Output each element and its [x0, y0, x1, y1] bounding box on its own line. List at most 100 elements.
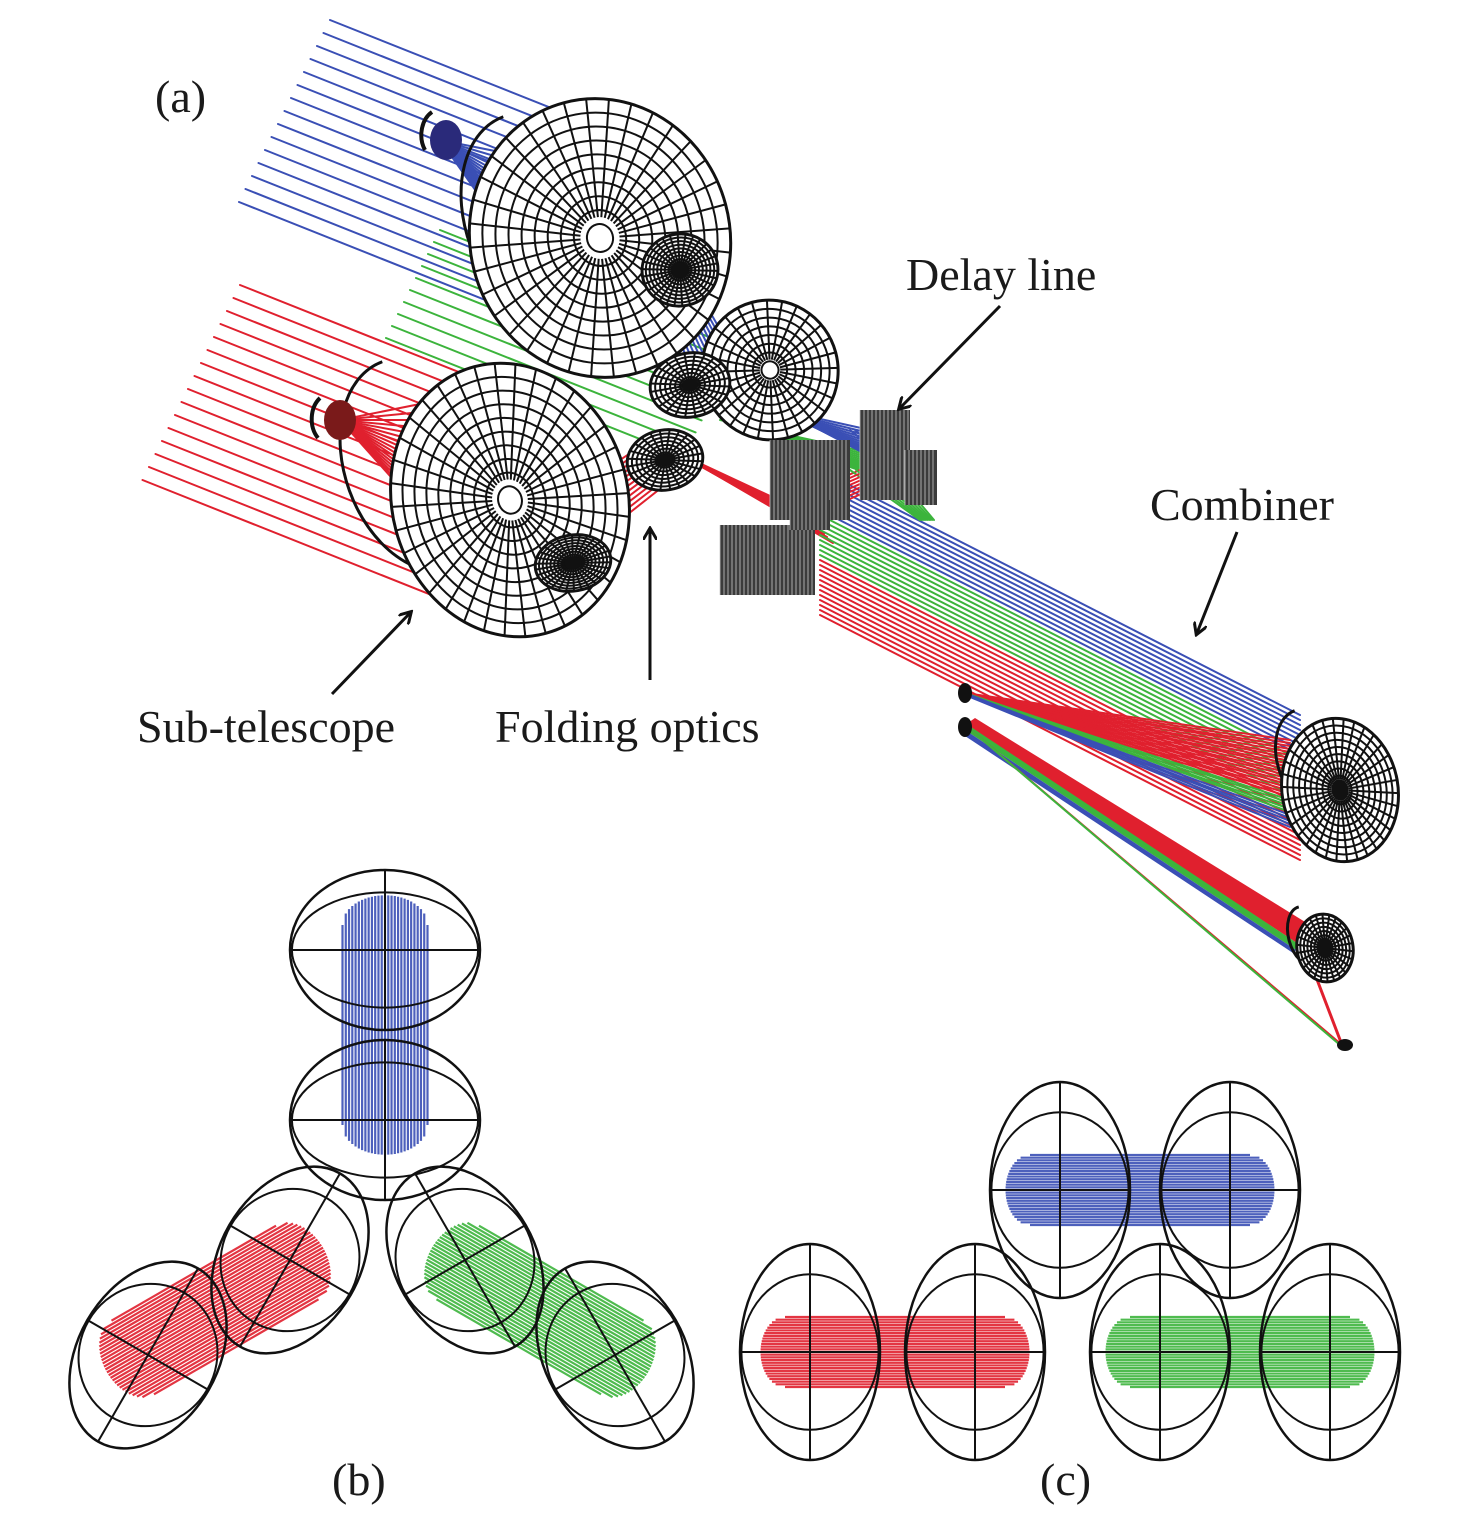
reflected-ray: [964, 692, 1291, 813]
primary-mirror-blue-spoke: [585, 98, 599, 218]
beam-green-b-ray: [478, 1224, 645, 1322]
folding-mirror-red-hub: [657, 453, 673, 467]
folding-mirror-red-spoke: [667, 462, 689, 484]
telescope-red-back-axis-v: [97, 1267, 199, 1443]
folding-mirror-blue-spoke: [657, 366, 686, 384]
secondary-mirror-red-spoke: [578, 555, 611, 563]
primary-mirror-blue-spoke: [600, 99, 610, 218]
folding-mirror-blue-spoke: [689, 389, 697, 417]
secondary-mirror-blue-spoke: [681, 274, 699, 303]
reflected-ray: [964, 692, 1291, 759]
folding-mirror-blue-spoke: [684, 389, 691, 418]
beam-red-b-ray: [100, 1233, 314, 1359]
secondary-mirror-blue-spoke: [685, 269, 718, 272]
beam-red-b-ray: [98, 1225, 302, 1344]
folding-mirror-blue-spoke: [692, 357, 715, 382]
primary-mirror-red-spoke: [421, 399, 498, 486]
output-mirror: [1295, 912, 1355, 984]
beam-green-b-ray: [424, 1280, 623, 1397]
sub-telescope-label: Sub-telescope: [137, 701, 395, 752]
primary-mirror-red-spoke: [503, 520, 511, 636]
folding-mirror-red-spoke: [629, 461, 661, 475]
folding-mirror-red-spoke: [664, 464, 672, 490]
output-beam-red: [965, 718, 1310, 945]
secondary-mirror-blue-spoke: [683, 243, 708, 267]
delay-block: [789, 500, 830, 530]
sub-telescope-arrow: [330, 613, 410, 696]
combiner-primary-spoke: [1284, 760, 1333, 787]
reflected-ray: [964, 692, 1291, 795]
telescope-green-left: [1088, 1242, 1232, 1462]
primary-mirror-green-spoke: [773, 305, 798, 361]
secondary-mirror-red-spoke: [540, 564, 569, 582]
folding-mirror-red-spoke: [634, 462, 662, 482]
combined-beam-ray: [819, 469, 1301, 716]
beam-green-b-ray: [427, 1255, 643, 1382]
panel-b-label: (b): [332, 1454, 386, 1505]
folding-mirror-blue-spoke: [652, 374, 685, 385]
folding-mirror-blue-spoke: [695, 385, 728, 396]
combiner-label: Combiner: [1150, 479, 1334, 530]
secondary-mirror-red: [533, 533, 613, 593]
combiner-primary-spoke: [1282, 790, 1332, 802]
reflected-ray: [964, 692, 1291, 822]
folding-mirror-blue-spoke: [650, 382, 685, 386]
primary-mirror-blue-spoke: [567, 257, 597, 373]
panel-a-label: (a): [155, 71, 206, 122]
primary-mirror-blue-spoke: [612, 140, 692, 225]
primary-mirror-blue-spoke: [546, 256, 593, 364]
primary-mirror-red-spoke: [512, 369, 538, 481]
folding-mirror-red-spoke: [670, 452, 703, 460]
primary-mirror-green-spoke: [729, 377, 765, 427]
secondary-mirror-blue-spoke: [685, 270, 717, 280]
primary-mirror-red-spoke: [399, 436, 494, 492]
primary-mirror-blue-spoke: [619, 227, 731, 238]
secondary-mirror-blue-spoke: [644, 271, 676, 285]
primary-mirror-green-spoke: [780, 366, 839, 371]
primary-mirror-green-spoke: [714, 327, 763, 365]
beam-green-b-ray: [424, 1268, 634, 1391]
reflected-ray: [964, 693, 1291, 825]
folding-mirror-red-spoke: [641, 463, 663, 487]
primary-mirror-green-spoke: [750, 302, 769, 361]
telescope-red-left: [738, 1242, 882, 1462]
beam-red-b-ray: [119, 1265, 331, 1389]
combined-beam-ray: [819, 614, 1301, 861]
secondary-mirror-blue-spoke: [652, 273, 677, 297]
combiner-primary-spoke: [1288, 748, 1334, 785]
small-mirror-2: [958, 717, 972, 737]
focus-ray: [964, 724, 1341, 1046]
secondary-mirror-blue-spoke: [683, 272, 711, 293]
folding-mirror-red-spoke: [666, 430, 681, 457]
primary-mirror-blue-spoke: [482, 245, 583, 296]
secondary-mirror-red-spoke: [573, 534, 581, 559]
telescope-red-back: [68, 1260, 228, 1450]
folding-mirror-red-spoke: [634, 442, 661, 459]
primary-mirror-red-spoke: [463, 517, 505, 623]
beam-red-b-ray: [128, 1276, 332, 1395]
telescope-blue-left: [988, 1080, 1132, 1300]
panel-c-label: (c): [1040, 1454, 1091, 1505]
combiner-primary-spoke: [1324, 799, 1339, 859]
combiner-primary-spoke: [1281, 772, 1332, 789]
primary-mirror-red-spoke: [482, 519, 508, 631]
beam-red-b-ray: [110, 1224, 277, 1322]
beam-green-b-ray: [453, 1225, 657, 1344]
folding-mirror-red-spoke: [641, 436, 663, 458]
primary-mirror-blue-spoke: [618, 203, 726, 234]
primary-mirror-red-spoke: [454, 373, 503, 482]
combiner-primary-spoke: [1342, 726, 1366, 781]
primary-mirror-blue-spoke: [610, 254, 678, 355]
primary-mirror-red-spoke: [515, 377, 557, 483]
primary-mirror-red-spoke: [523, 424, 606, 490]
primary-mirror-red-spoke: [509, 364, 517, 480]
secondary-mirror-blue-spoke: [680, 274, 692, 305]
secondary-mirror-blue-spoke: [679, 234, 687, 265]
primary-mirror-green-spoke: [773, 378, 804, 433]
primary-mirror-red-spoke: [393, 458, 493, 495]
primary-mirror-green-spoke: [742, 379, 767, 435]
combiner-primary-spoke: [1335, 800, 1341, 862]
folding-mirror-blue-spoke: [691, 353, 706, 381]
beam-green-b-ray: [426, 1258, 641, 1384]
